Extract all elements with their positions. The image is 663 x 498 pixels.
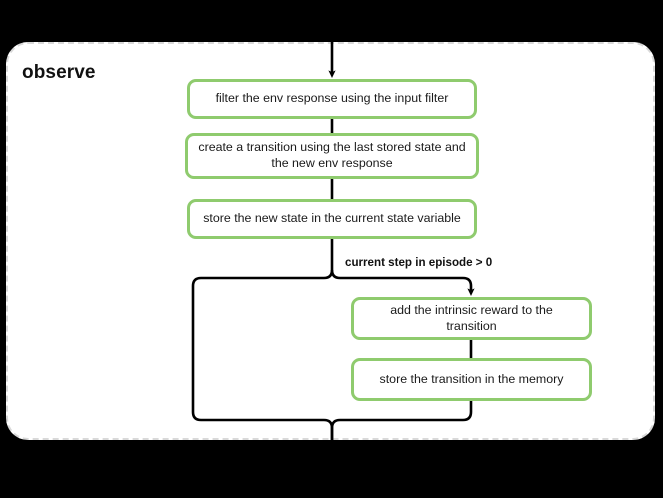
node-store-new-state[interactable]: store the new state in the current state… — [187, 199, 477, 239]
node-create-transition[interactable]: create a transition using the last store… — [185, 133, 479, 179]
node-label: add the intrinsic reward to the transiti… — [390, 302, 553, 333]
node-label: store the new state in the current state… — [203, 211, 461, 226]
group-title-observe: observe — [22, 62, 96, 83]
edge-label-current-step-condition: current step in episode > 0 — [345, 256, 493, 269]
node-label: create a transition using the last store… — [198, 140, 466, 170]
node-filter-env-response[interactable]: filter the env response using the input … — [187, 79, 477, 119]
node-label: filter the env response using the input … — [215, 91, 449, 106]
node-add-intrinsic-reward[interactable]: add the intrinsic reward to the transiti… — [351, 297, 592, 340]
node-store-transition-memory[interactable]: store the transition in the memory — [351, 358, 592, 401]
node-label: store the transition in the memory — [379, 371, 564, 386]
